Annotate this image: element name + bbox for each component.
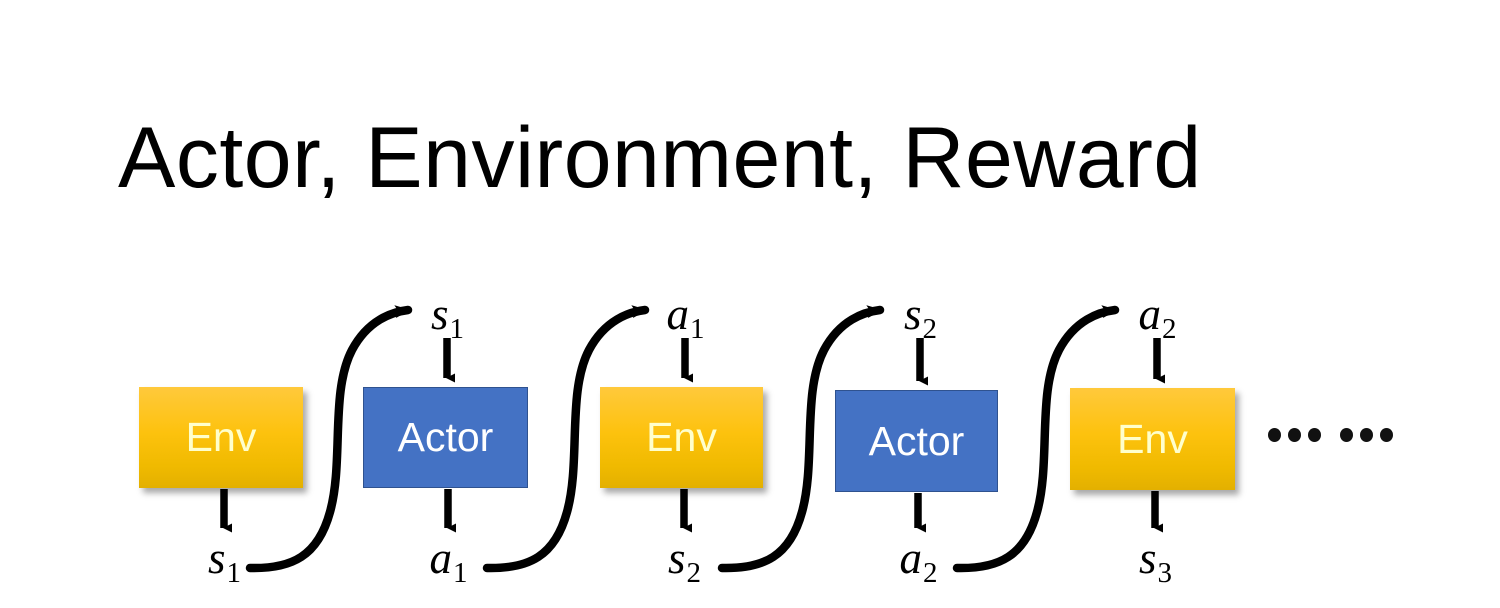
var-subscript: 2 [923, 557, 938, 589]
bottom-label-a1: a1 [429, 533, 468, 588]
var-subscript: 2 [1162, 313, 1177, 345]
ellipsis-dot [1380, 428, 1393, 442]
var-base: a [666, 289, 690, 339]
bottom-label-s3: s3 [1138, 533, 1172, 588]
var-base: s [1138, 533, 1157, 583]
top-label-a2: a2 [1138, 289, 1177, 344]
var-subscript: 1 [453, 557, 468, 589]
node-box-env-2[interactable]: Env [600, 387, 763, 488]
var-subscript: 3 [1157, 557, 1173, 589]
ellipsis-gap [1328, 435, 1333, 436]
top-label-s2: s2 [903, 289, 937, 344]
ellipsis-dot [1308, 428, 1321, 442]
var-base: s [903, 289, 922, 339]
node-label: Env [1117, 415, 1188, 462]
ellipsis-dot [1340, 428, 1353, 442]
bottom-label-s2: s2 [667, 533, 701, 588]
var-base: a [429, 533, 453, 583]
page-title: Actor, Environment, Reward [118, 110, 1202, 206]
var-subscript: 2 [686, 557, 702, 589]
top-label-a1: a1 [666, 289, 705, 344]
var-base: a [1138, 289, 1162, 339]
down-arrows-into-boxes [443, 338, 1165, 386]
top-label-s1: s1 [430, 289, 464, 344]
down-arrows-out-of-boxes [220, 489, 1163, 533]
var-base: s [430, 289, 449, 339]
var-base: a [899, 533, 923, 583]
var-base: s [207, 533, 226, 583]
node-box-env-3[interactable]: Env [1070, 388, 1235, 490]
node-box-actor-2[interactable]: Actor [835, 390, 998, 492]
node-box-env-1[interactable]: Env [139, 387, 303, 488]
ellipsis-icon [1268, 428, 1393, 442]
node-label: Env [185, 414, 257, 460]
ellipsis-dot [1288, 428, 1301, 442]
ellipsis-dot [1360, 428, 1373, 442]
var-subscript: 1 [690, 313, 705, 345]
node-label: Actor [868, 417, 965, 464]
ellipsis-dot [1268, 428, 1281, 442]
var-base: s [667, 533, 686, 583]
node-box-actor-1[interactable]: Actor [363, 387, 528, 488]
bottom-label-a2: a2 [899, 533, 938, 588]
node-label: Env [646, 414, 717, 460]
var-subscript: 2 [922, 313, 938, 345]
node-label: Actor [397, 414, 494, 460]
var-subscript: 1 [449, 313, 465, 345]
bottom-label-s1: s1 [207, 533, 241, 588]
var-subscript: 1 [226, 557, 242, 589]
